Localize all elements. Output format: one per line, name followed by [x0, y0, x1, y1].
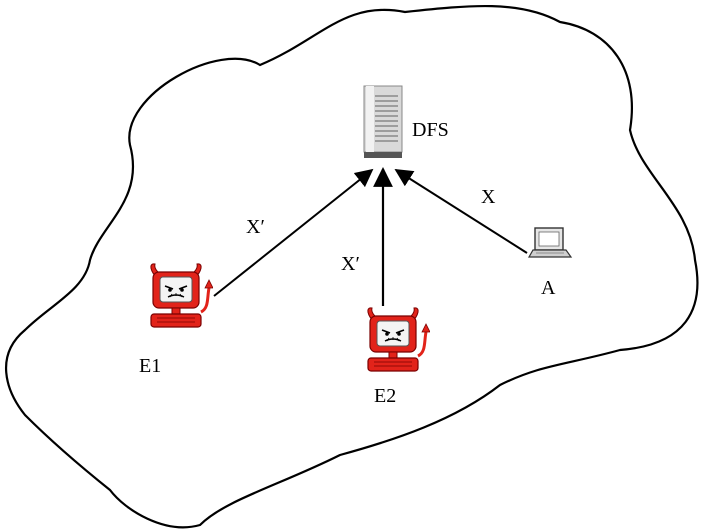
laptop-icon [527, 227, 573, 258]
edge-a-to-dfs [394, 169, 528, 254]
node-label-a: A [541, 277, 556, 299]
edge-label-e1: X′ [246, 216, 265, 238]
node-label-e1: E1 [139, 355, 161, 377]
edge-e1-to-dfs [213, 168, 374, 297]
node-label-e2: E2 [374, 385, 396, 407]
network-cloud-outline [4, 4, 699, 529]
node-label-dfs: DFS [412, 119, 449, 141]
edge-label-a: X [481, 186, 496, 208]
devil-computer-icon-e2 [366, 306, 430, 373]
devil-computer-icon-e1 [149, 262, 213, 329]
edge-label-e2: X′ [341, 253, 360, 275]
server-icon [363, 85, 403, 158]
